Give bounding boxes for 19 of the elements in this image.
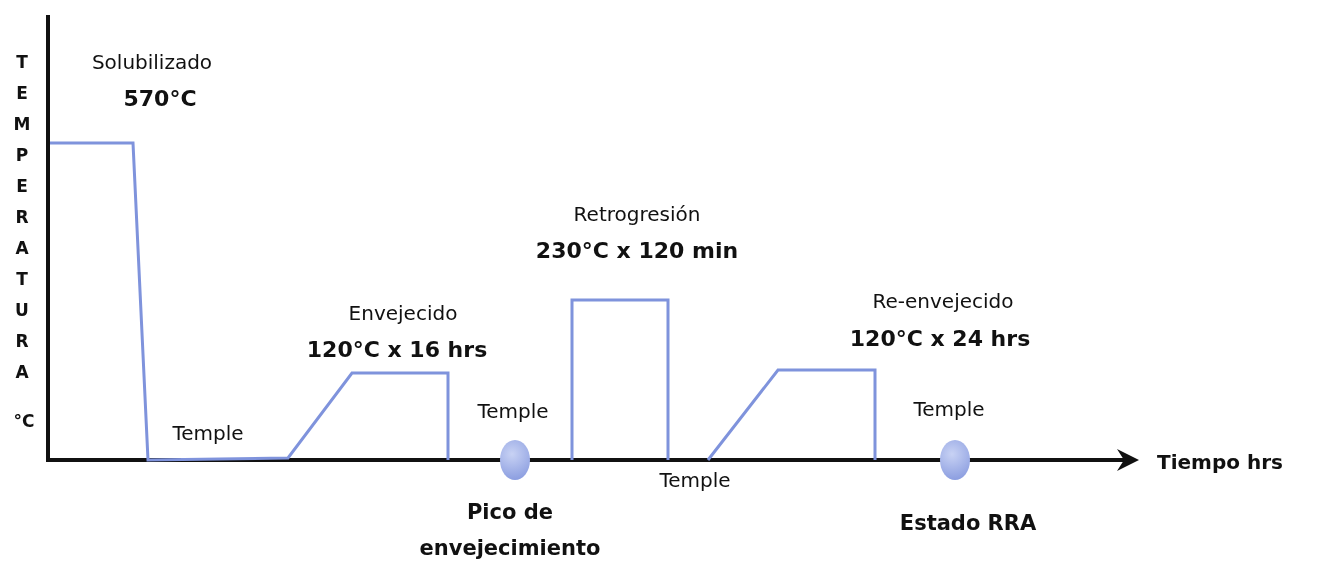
- stage-label: Solubilizado: [91, 50, 213, 74]
- stage-label: Envejecido: [348, 301, 458, 325]
- stage-label: Temple: [913, 397, 985, 421]
- state-marker: [500, 440, 530, 480]
- state-label: Estado RRA: [899, 511, 1037, 535]
- stage-label: Temple: [172, 421, 244, 445]
- temperature-label: 230°C x 120 min: [535, 237, 739, 263]
- axis-label: TEMPERATURA: [12, 52, 32, 393]
- temperature-label: 120°C x 16 hrs: [306, 336, 488, 362]
- stage-label: Retrogresión: [573, 202, 701, 226]
- temperature-label: 120°C x 24 hrs: [849, 325, 1031, 351]
- axis-unit-label: °C: [13, 411, 35, 431]
- stage-label: Re-envejecido: [872, 289, 1014, 313]
- state-marker: [940, 440, 970, 480]
- stage-label: Temple: [659, 468, 731, 492]
- temperature-label: 570°C: [123, 85, 197, 111]
- axis-label: Tiempo hrs: [1157, 450, 1283, 474]
- stage-label: Temple: [477, 399, 549, 423]
- state-label: Pico de envejecimiento: [418, 499, 602, 562]
